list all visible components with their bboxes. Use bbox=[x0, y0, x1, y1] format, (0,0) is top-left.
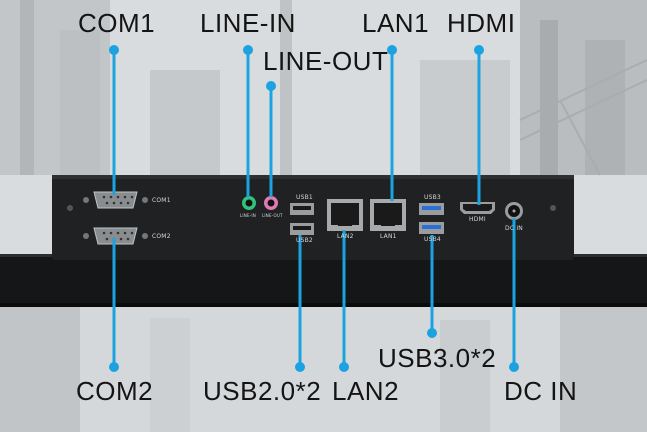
callout-com2: COM2 bbox=[76, 376, 154, 406]
port-label-usb3: USB3 bbox=[424, 194, 441, 201]
port-label-dc-in: DC IN bbox=[505, 225, 523, 232]
line-in-port bbox=[242, 196, 256, 210]
screw-right bbox=[550, 205, 556, 211]
screw-left bbox=[67, 205, 73, 211]
callout-dc-in: DC IN bbox=[504, 376, 578, 406]
port-label-usb1: USB1 bbox=[296, 194, 313, 201]
io-panel bbox=[52, 175, 574, 260]
port-label-hdmi: HDMI bbox=[469, 216, 486, 223]
callout-lan1: LAN1 bbox=[362, 8, 430, 38]
port-label-com1: COM1 bbox=[152, 197, 171, 204]
callout-line-out: LINE-OUT bbox=[263, 46, 389, 76]
usb1-port bbox=[290, 203, 314, 215]
port-label-com2: COM2 bbox=[152, 233, 171, 240]
port-label-line-out: LINE-OUT bbox=[262, 213, 283, 218]
callout-line-in: LINE-IN bbox=[200, 8, 296, 38]
com2-port bbox=[83, 227, 148, 245]
monitor-bezel bbox=[0, 254, 647, 307]
com1-port bbox=[83, 191, 148, 209]
callout-usb2: USB2.0*2 bbox=[203, 376, 322, 406]
lan1-port bbox=[370, 199, 406, 231]
usb3-port bbox=[419, 203, 444, 215]
usb2-port bbox=[290, 223, 314, 235]
port-label-line-in: LINE-IN bbox=[240, 213, 256, 218]
callout-com1: COM1 bbox=[78, 8, 156, 38]
port-label-lan1: LAN1 bbox=[380, 233, 397, 240]
callout-hdmi: HDMI bbox=[447, 8, 516, 38]
line-out-port bbox=[264, 196, 278, 210]
callout-lan2: LAN2 bbox=[332, 376, 400, 406]
dc-in-port bbox=[505, 202, 523, 220]
port-label-usb2: USB2 bbox=[296, 237, 313, 244]
callout-usb3: USB3.0*2 bbox=[378, 343, 497, 373]
hdmi-port bbox=[460, 202, 495, 214]
usb4-port bbox=[419, 222, 444, 234]
port-label-usb4: USB4 bbox=[424, 236, 441, 243]
lan2-port bbox=[327, 199, 363, 231]
port-label-lan2: LAN2 bbox=[337, 233, 354, 240]
